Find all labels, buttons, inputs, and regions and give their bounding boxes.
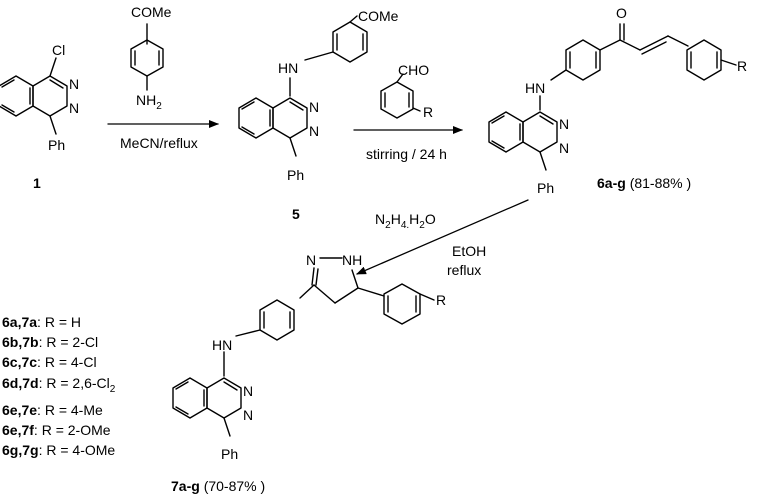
reagent-2-aldehyde-label: CHO (398, 62, 430, 78)
compound-5-nh-label: HN (278, 60, 299, 76)
compound-5-acetyl-label: COMe (358, 8, 399, 24)
compound-6-nh-label: HN (525, 80, 546, 96)
compound-1-n1-label: N (69, 76, 80, 92)
compound-1-structure (0, 57, 68, 135)
compound-6-phenyl-label: Ph (537, 180, 555, 196)
reagent-aminoacetophenone-structure (130, 23, 164, 91)
compound-7-r-label: R (436, 292, 447, 308)
reaction-arrow-3 (356, 199, 529, 275)
compound-5-n2-label: N (309, 123, 320, 139)
compound-7-phenyl-label: Ph (221, 446, 239, 462)
compound-5-structure (238, 15, 368, 157)
compound-6-structure (488, 23, 737, 171)
reagent-1-acetyl-label: COMe (131, 4, 172, 20)
compound-7-structure (172, 257, 435, 437)
legend-row: 6e,7e: R = 4-Me (2, 401, 103, 418)
compound-6-n1-label: N (559, 116, 570, 132)
compound-1-n2-label: N (69, 100, 80, 116)
compound-7-n2-label: N (243, 407, 254, 423)
compound-7-nh-label: HN (212, 337, 233, 353)
compound-1-number: 1 (33, 175, 41, 191)
reagent-1-amine-label: NH2 (136, 92, 162, 112)
reagent-2-r-label: R (423, 104, 434, 120)
compound-7-n1-label: N (243, 383, 254, 399)
legend-row: 6e,7f: R = 2-OMe (2, 421, 111, 438)
reagent-benzaldehyde-structure (380, 73, 421, 119)
compound-5-phenyl-label: Ph (287, 167, 305, 183)
compound-6-label: 6a-g (81-88% ) (597, 175, 692, 191)
legend-row: 6a,7a: R = H (2, 314, 82, 330)
substituent-legend: 6a,7a: R = H 6b,7b: R = 2-Cl 6c,7c: R = … (2, 312, 115, 460)
compound-1-chlorine-label: Cl (52, 42, 66, 58)
compound-6-r-label: R (737, 58, 748, 74)
compound-5-n1-label: N (309, 99, 320, 115)
step-3-solvent: EtOH (452, 243, 487, 259)
compound-7-pyrazoline-nh-label: NH (342, 252, 363, 268)
compound-7-pyrazoline-n-label: N (306, 252, 317, 268)
legend-row: 6c,7c: R = 4-Cl (2, 354, 97, 371)
step-2-condition: stirring / 24 h (366, 146, 447, 162)
reagent-3-hydrazine-label: N2H4.H2O (375, 211, 436, 231)
compound-6-n2-label: N (559, 140, 570, 156)
step-1-condition: MeCN/reflux (120, 135, 198, 151)
legend-row: 6b,7b: R = 2-Cl (2, 334, 99, 351)
compound-1-phenyl-label: Ph (48, 137, 66, 153)
legend-row: 6d,7d: R = 2,6-Cl2 (2, 374, 116, 395)
compound-7-label: 7a-g (70-87% ) (171, 478, 266, 494)
legend-row: 6g,7g: R = 4-OMe (2, 442, 116, 459)
compound-5-number: 5 (292, 206, 300, 222)
step-3-condition: reflux (447, 262, 482, 278)
compound-6-carbonyl-o-label: O (616, 5, 627, 21)
